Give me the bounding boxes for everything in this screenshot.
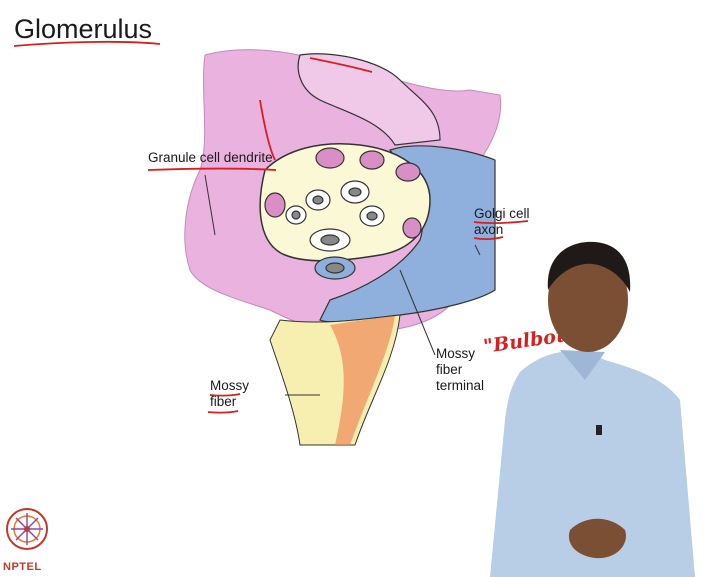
- presenter-microphone: [596, 425, 602, 435]
- nptel-logo-text: NPTEL: [3, 561, 42, 573]
- nptel-logo-icon: [4, 503, 50, 559]
